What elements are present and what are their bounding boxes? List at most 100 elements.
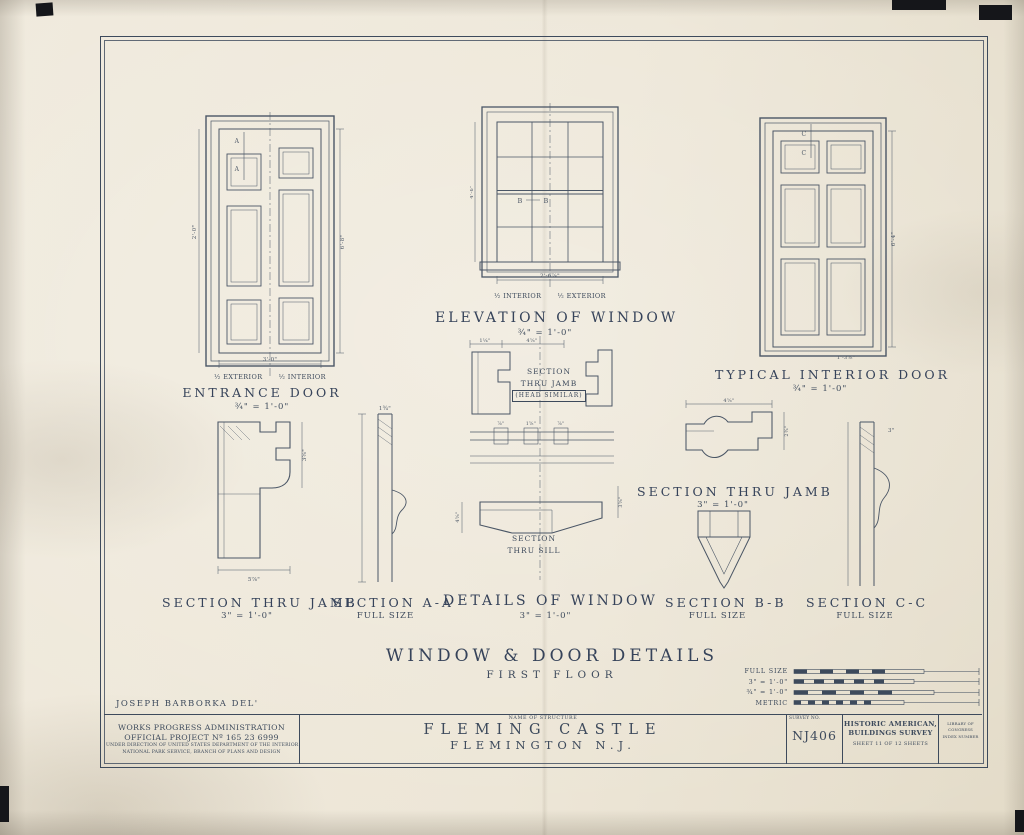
- habs-sheet-count: SHEET 11 OF 12 SHEETS: [852, 741, 929, 748]
- scan-mark: [1015, 810, 1024, 832]
- interior-door-title: TYPICAL INTERIOR DOOR: [715, 367, 951, 382]
- jamb-head-note: SECTION THRU JAMB (HEAD SIMILAR): [506, 366, 592, 402]
- sheet-subtitle: FIRST FLOOR: [486, 669, 618, 681]
- jamb-head-note-line: THRU JAMB: [520, 378, 578, 388]
- title-block-corner: LIBRARY OF CONGRESS INDEX NUMBER: [938, 715, 982, 764]
- dimension-label: 2¾": [783, 425, 790, 436]
- scale-legend-label: ¾" = 1'-0": [746, 688, 788, 697]
- half-label-exterior: ½ EXTERIOR: [214, 373, 263, 381]
- delineator-credit: JOSEPH BARBORKA DEL': [116, 699, 259, 709]
- section-mark-label: C: [802, 150, 807, 157]
- scan-mark: [35, 2, 54, 17]
- scale-legend: FULL SIZE 3" = 1'-0" ¾" = 1'-0": [712, 666, 984, 708]
- scale-legend-row: FULL SIZE: [712, 666, 984, 677]
- section-cc-scale: FULL SIZE: [836, 611, 894, 621]
- half-label-interior: ½ INTERIOR: [278, 373, 326, 381]
- half-label-interior: ½ INTERIOR: [494, 292, 542, 300]
- wpa-line: WORKS PROGRESS ADMINISTRATION: [118, 722, 285, 732]
- dimension-label: 3⅝": [302, 449, 308, 461]
- dimension-label: 3'-0": [263, 357, 277, 363]
- scale-legend-row: METRIC: [712, 698, 984, 709]
- jamb-left-section-drawing: 5⅞" 3⅝": [217, 421, 308, 583]
- dimension-label: ⅞": [497, 421, 504, 427]
- window-title: ELEVATION OF WINDOW: [435, 310, 679, 326]
- structure-location: FLEMINGTON N.J.: [450, 738, 636, 752]
- wpa-line: UNDER DIRECTION OF UNITED STATES DEPARTM…: [106, 743, 299, 749]
- section-aa-scale: FULL SIZE: [356, 611, 415, 621]
- wpa-line: NATIONAL PARK SERVICE, BRANCH OF PLANS A…: [122, 749, 281, 755]
- interior-door-drawing: C C 6'-4" 1'-3⅝": [759, 117, 897, 361]
- section-mark-label: A: [234, 166, 240, 173]
- sill-note-line: SECTION: [511, 534, 557, 543]
- interior-door-scale: ¾" = 1'-0": [792, 384, 848, 394]
- title-block-structure: NAME OF STRUCTURE FLEMING CASTLE FLEMING…: [299, 715, 786, 764]
- dimension-label: 3": [888, 428, 895, 434]
- title-block-survey: SURVEY NO. NJ406: [786, 715, 842, 764]
- window-elevation-drawing: B B 4'-6" 2'-6⅞": [470, 103, 621, 288]
- entrance-door-title: ENTRANCE DOOR: [182, 385, 342, 400]
- title-block-wpa: WORKS PROGRESS ADMINISTRATION OFFICIAL P…: [104, 715, 299, 764]
- entrance-door-scale: ¾" = 1'-0": [234, 402, 290, 412]
- section-mark-label: B: [517, 197, 522, 205]
- window-scale: ¾" = 1'-0": [517, 328, 573, 338]
- dimension-label: 1⅝": [526, 421, 536, 427]
- window-details-scale: 3" = 1'-0": [519, 611, 572, 621]
- half-label-exterior: ½ EXTERIOR: [557, 292, 606, 300]
- jamb-head-note-line: SECTION: [526, 367, 572, 376]
- section-mark-label: C: [802, 131, 807, 138]
- survey-label: SURVEY NO.: [789, 716, 821, 721]
- jamb-right-scale: 3" = 1'-0": [697, 500, 749, 510]
- dimension-label: 4'-6": [470, 185, 475, 198]
- section-aa-title: SECTION A-A: [333, 595, 454, 610]
- dimension-label: 1¼": [479, 337, 490, 344]
- sill-note: SECTION THRU SILL: [492, 533, 576, 556]
- section-mark-label: B: [543, 197, 548, 205]
- sill-note-line: THRU SILL: [507, 545, 561, 555]
- sheet-border: [100, 36, 988, 768]
- dimension-label: 1¾": [379, 405, 391, 412]
- jamb-left-scale: 3" = 1'-0": [221, 611, 273, 621]
- jamb-head-note-line: (HEAD SIMILAR): [512, 390, 586, 402]
- scale-legend-row: 3" = 1'-0": [712, 677, 984, 688]
- dimension-label: 3⅝": [618, 496, 624, 507]
- scale-bar: [793, 688, 980, 696]
- dimension-label: 4⅝": [526, 338, 537, 344]
- scale-bar: [793, 678, 980, 686]
- scale-bar: [793, 667, 980, 675]
- scale-legend-label: 3" = 1'-0": [748, 677, 788, 686]
- window-half-labels: ½ INTERIOR ½ EXTERIOR: [470, 292, 630, 300]
- scale-legend-label: METRIC: [755, 698, 788, 707]
- window-details-drawing: 1¼" 4⅝" ⅞" 1⅝" ⅞" 3⅝" 4⅝": [455, 336, 624, 580]
- structure-name: FLEMING CASTLE: [423, 722, 663, 738]
- dimension-label: 5⅞": [248, 577, 260, 583]
- scan-mark: [979, 5, 1012, 20]
- section-bb-drawing: [697, 510, 751, 589]
- dimension-label: 2'-0": [192, 225, 198, 239]
- section-bb-scale: FULL SIZE: [688, 611, 747, 621]
- dimension-label: ⅞": [557, 421, 564, 427]
- scale-bar: [793, 699, 980, 707]
- scale-legend-label: FULL SIZE: [744, 667, 788, 676]
- jamb-right-section-drawing: 4⅝" 2¾": [685, 398, 790, 459]
- title-block-habs: HISTORIC AMERICAN, BUILDINGS SURVEY SHEE…: [842, 715, 938, 764]
- dimension-label: 4⅝": [455, 511, 461, 522]
- section-aa-drawing: 1¾": [358, 405, 407, 583]
- section-cc-drawing: 3": [847, 421, 895, 586]
- window-details-title: DETAILS OF WINDOW: [443, 593, 658, 609]
- dimension-label: 2'-6⅞": [540, 274, 560, 280]
- dimension-label: 6'-8": [340, 235, 346, 249]
- entrance-door-half-labels: ½ EXTERIOR ½ INTERIOR: [192, 373, 348, 381]
- corner-line: LIBRARY OF CONGRESS: [947, 721, 974, 733]
- section-bb-title: SECTION B-B: [665, 595, 787, 610]
- sheet-border-inner: [104, 40, 984, 764]
- scan-mark: [892, 0, 946, 10]
- habs-line: HISTORIC AMERICAN,: [843, 720, 938, 728]
- jamb-left-title: SECTION THRU JAMB: [162, 595, 358, 610]
- wpa-line: OFFICIAL PROJECT Nº 165 23 6999: [124, 733, 279, 743]
- jamb-right-title: SECTION THRU JAMB: [637, 484, 833, 499]
- survey-number: NJ406: [792, 728, 837, 743]
- title-block: WORKS PROGRESS ADMINISTRATION OFFICIAL P…: [104, 714, 982, 764]
- dimension-label: 6'-4": [891, 232, 897, 246]
- scan-mark: [0, 786, 9, 822]
